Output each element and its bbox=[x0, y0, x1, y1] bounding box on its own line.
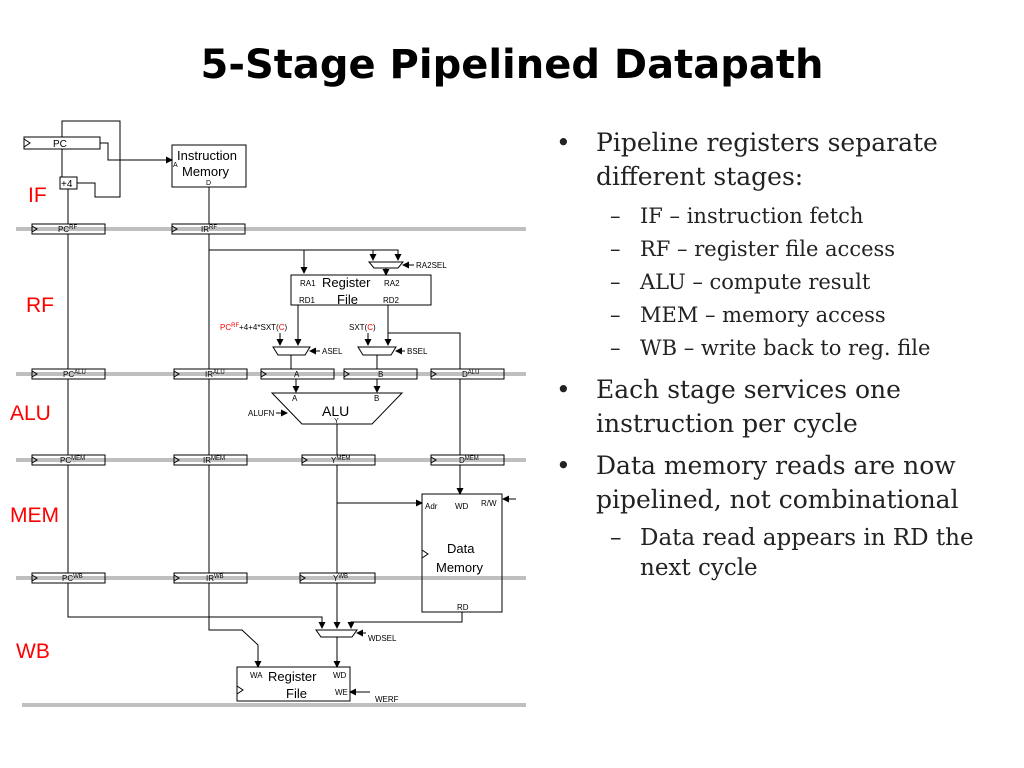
regfile-wb-we: WE bbox=[335, 688, 348, 697]
ir-wb-label: IRWB bbox=[206, 574, 224, 583]
ir-wb-register bbox=[173, 572, 248, 584]
pc-rf-label: PCRF bbox=[58, 225, 77, 234]
pc-offset-expression: PCRF+4+4*SXT(C) bbox=[220, 323, 287, 332]
ra2sel-mux bbox=[367, 261, 405, 269]
regfile-ra1: RA1 bbox=[300, 279, 316, 288]
sub-bullet-item: –Data read appears in RD the next cycle bbox=[610, 525, 974, 581]
stage-label-if: IF bbox=[28, 184, 47, 207]
y-mem-register bbox=[301, 454, 376, 466]
alu-input-b: B bbox=[374, 394, 379, 403]
bullet-item: • Pipeline registers separate different … bbox=[556, 126, 1016, 365]
sub-bullet-item: –IF – instruction fetch bbox=[610, 204, 864, 228]
dmem-title-line2: Memory bbox=[436, 560, 483, 575]
dmem-title-line1: Data bbox=[447, 541, 475, 556]
ir-rf-label: IRRF bbox=[201, 225, 217, 234]
alu-block bbox=[270, 392, 404, 425]
regfile-ra2: RA2 bbox=[384, 279, 400, 288]
dmem-wd: WD bbox=[455, 502, 469, 511]
imem-port-d: D bbox=[206, 180, 211, 187]
pc-alu-label: PCALU bbox=[63, 370, 86, 379]
regfile-title-line1: Register bbox=[322, 275, 371, 290]
d-mem-register bbox=[430, 454, 505, 466]
dmem-rw: R/W bbox=[481, 499, 497, 508]
sub-bullet-list: –IF – instruction fetch –RF – register f… bbox=[596, 200, 1016, 365]
plus4-label: +4 bbox=[61, 179, 73, 190]
alufn-label: ALUFN bbox=[248, 409, 274, 418]
werf-label: WERF bbox=[375, 695, 399, 704]
b-alu-register bbox=[343, 368, 418, 380]
bullet-item: • Each stage services one instruction pe… bbox=[556, 373, 1016, 441]
sub-bullet-item: –RF – register file access bbox=[610, 237, 896, 261]
stage-label-wb: WB bbox=[16, 640, 50, 663]
b-alu-label: B bbox=[378, 370, 383, 379]
y-wb-label: YWB bbox=[333, 574, 348, 583]
a-alu-label: A bbox=[294, 370, 300, 379]
regfile-title-line2: File bbox=[337, 292, 358, 307]
d-mem-label: DMEM bbox=[459, 456, 479, 465]
bullet-text: Each stage services one instruction per … bbox=[596, 375, 901, 438]
asel-label: ASEL bbox=[322, 347, 343, 356]
ir-mem-label: IRMEM bbox=[203, 456, 225, 465]
regfile-rd2: RD2 bbox=[383, 296, 400, 305]
bsel-mux bbox=[357, 346, 397, 356]
sub-bullet-item: –MEM – memory access bbox=[610, 303, 886, 327]
bullet-dot: • bbox=[556, 451, 571, 480]
dmem-rd: RD bbox=[457, 603, 469, 612]
d-alu-label: DALU bbox=[462, 370, 479, 379]
bullet-item: • Data memory reads are now pipelined, n… bbox=[556, 449, 1016, 583]
stage-label-alu: ALU bbox=[10, 402, 51, 425]
ir-alu-register bbox=[173, 368, 248, 380]
register-file-writeback bbox=[236, 666, 351, 702]
stage-label-rf: RF bbox=[26, 294, 54, 317]
regfile-wb-title-line2: File bbox=[286, 686, 307, 701]
stage-label-mem: MEM bbox=[10, 504, 59, 527]
bullet-text: Pipeline registers separate different st… bbox=[596, 128, 938, 191]
ir-mem-register bbox=[173, 454, 248, 466]
pc-label: PC bbox=[53, 139, 67, 150]
wdsel-mux bbox=[315, 629, 358, 638]
a-alu-register bbox=[260, 368, 335, 380]
pipeline-bars bbox=[16, 227, 526, 707]
sub-bullet-item: –WB – write back to reg. file bbox=[610, 336, 931, 360]
pipelined-datapath-diagram: IF RF ALU MEM WB bbox=[10, 120, 526, 707]
asel-mux bbox=[272, 346, 311, 356]
regfile-rd1: RD1 bbox=[299, 296, 316, 305]
imem-title-line2: Memory bbox=[182, 164, 229, 179]
register-file bbox=[290, 274, 432, 306]
imem-title-line1: Instruction bbox=[177, 148, 237, 163]
sub-bullet-list: –Data read appears in RD the next cycle bbox=[596, 523, 1016, 583]
pc-wb-label: PCWB bbox=[62, 574, 83, 583]
bullet-dot: • bbox=[556, 375, 571, 404]
ir-alu-label: IRALU bbox=[205, 370, 225, 379]
sub-bullet-item: –ALU – compute result bbox=[610, 270, 871, 294]
pc-mem-label: PCMEM bbox=[60, 456, 85, 465]
sxt-expression: SXT(C) bbox=[349, 323, 376, 332]
imem-port-a: A bbox=[173, 162, 178, 169]
alu-input-a: A bbox=[292, 394, 298, 403]
y-mem-label: YMEM bbox=[331, 456, 350, 465]
d-alu-register bbox=[430, 368, 505, 380]
alu-output-y: Y bbox=[334, 418, 339, 425]
regfile-wb-wd: WD bbox=[333, 671, 347, 680]
regfile-wb-title-line1: Register bbox=[268, 669, 317, 684]
dmem-adr: Adr bbox=[425, 502, 438, 511]
bullet-dot: • bbox=[556, 128, 571, 157]
bullet-text: Data memory reads are now pipelined, not… bbox=[596, 451, 959, 514]
slide-title: 5-Stage Pipelined Datapath bbox=[200, 42, 824, 88]
bsel-label: BSEL bbox=[407, 347, 428, 356]
bullet-list: • Pipeline registers separate different … bbox=[556, 126, 1016, 591]
ra2sel-label: RA2SEL bbox=[416, 261, 447, 270]
alu-label: ALU bbox=[322, 403, 349, 419]
regfile-wb-wa: WA bbox=[250, 671, 263, 680]
wdsel-label: WDSEL bbox=[368, 634, 397, 643]
